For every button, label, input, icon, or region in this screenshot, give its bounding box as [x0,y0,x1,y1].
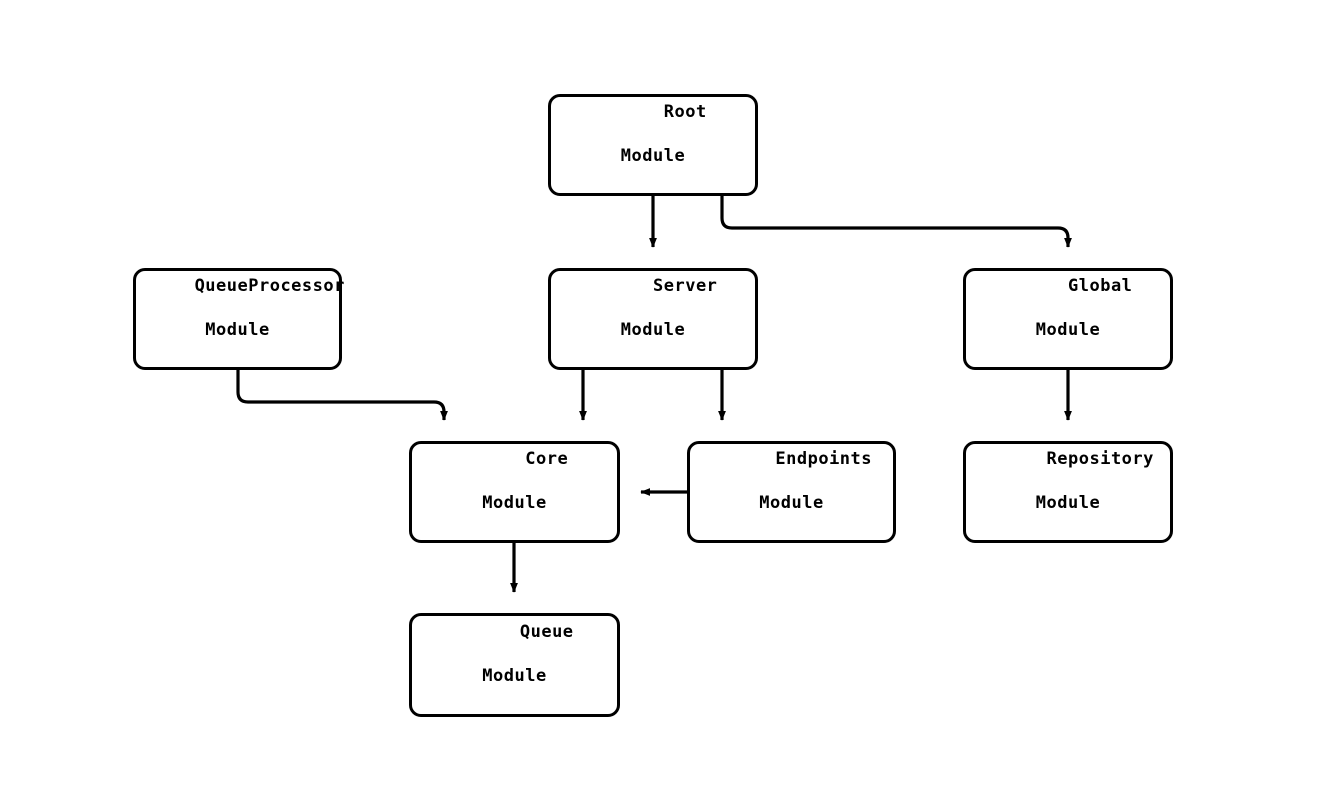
node-repository-suffix: Module [1035,493,1101,513]
node-queueprocessor[interactable]: QueueProcessor Module [133,268,344,370]
node-global[interactable]: Global Module [963,268,1173,370]
node-queueprocessor-suffix: Module [205,320,270,340]
node-queue-suffix: Module [482,666,547,686]
node-server-suffix: Module [620,320,686,340]
node-server-name: Server [653,276,718,296]
node-endpoints-name: Endpoints [775,449,873,469]
node-core-name: Core [525,449,569,469]
node-repository-name: Repository [1046,449,1154,469]
node-repository-label: Repository Module [982,426,1154,558]
node-queue[interactable]: Queue Module [409,613,620,717]
node-repository[interactable]: Repository Module [963,441,1173,543]
node-server-label: Server Module [589,253,718,385]
node-core-label: Core Module [461,426,568,558]
node-core[interactable]: Core Module [409,441,620,543]
node-global-suffix: Module [1035,320,1101,340]
node-global-label: Global Module [1004,253,1133,385]
node-root-suffix: Module [620,146,686,166]
node-queue-label: Queue Module [455,599,573,731]
node-endpoints[interactable]: Endpoints Module [687,441,896,543]
node-root[interactable]: Root Module [548,94,758,196]
node-global-name: Global [1068,276,1133,296]
node-endpoints-suffix: Module [759,493,824,513]
node-server[interactable]: Server Module [548,268,758,370]
edge-root-global [720,196,1072,248]
node-queueprocessor-label: QueueProcessor Module [130,253,345,385]
node-root-label: Root Module [599,79,706,211]
node-queue-name: Queue [519,622,574,642]
node-endpoints-label: Endpoints Module [711,426,872,558]
node-core-suffix: Module [482,493,547,513]
node-root-name: Root [663,102,707,122]
node-queueprocessor-name: QueueProcessor [194,276,345,296]
